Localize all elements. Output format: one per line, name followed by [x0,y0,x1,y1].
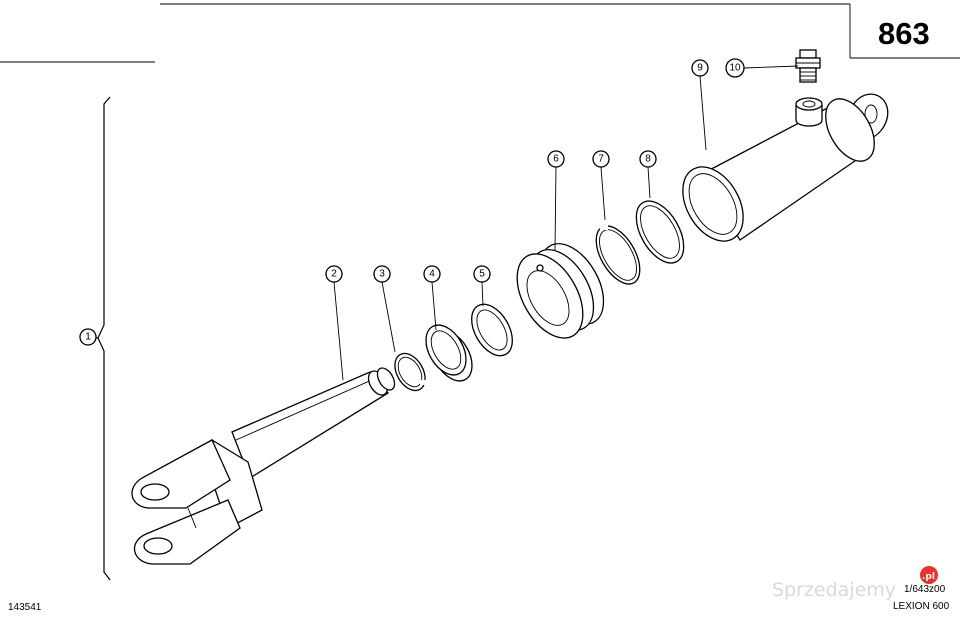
callout-label: 1 [85,332,91,343]
cylinder-barrel-part-9 [682,93,889,242]
drawing-number: 143541 [8,602,42,613]
callout-label: 4 [429,269,435,280]
callout-3: 3 [373,265,391,283]
leader-lines [333,65,799,381]
callout-7: 7 [592,150,610,168]
watermark: Sprzedajemy .pl [772,566,938,601]
callout-6: 6 [547,150,565,168]
seal-ring-part-8 [635,200,685,264]
callout-label: 8 [645,154,651,165]
guide-ring-part-4 [425,324,473,382]
callout-10: 10 [725,58,745,78]
frame [0,3,960,63]
seal-ring-part-5 [471,303,513,357]
callout-label: 10 [729,63,741,74]
callout-4: 4 [423,265,441,283]
callout-label: 2 [331,269,337,280]
callout-9: 9 [691,59,709,77]
callout-2: 2 [325,265,343,283]
callout-label: 9 [697,63,703,74]
callout-label: 7 [598,154,604,165]
watermark-text: Sprzedajemy [772,579,896,601]
callout-5: 5 [473,265,491,283]
snap-ring-part-7 [595,224,641,285]
fitting-part-10 [795,49,821,83]
callout-label: 5 [479,269,485,280]
piston-rod-part-2 [131,367,396,565]
model-name: LEXION 600 [893,601,950,612]
snap-ring-part-3 [394,352,426,392]
reference-code: 1/643z00 [904,584,946,595]
page-number: 863 [878,16,930,51]
callout-label: 3 [379,269,385,280]
callout-label: 6 [553,154,559,165]
piston-part-6 [516,243,605,339]
callout-8: 8 [639,150,657,168]
callout-1: 1 [79,328,97,346]
watermark-badge: .pl [922,572,935,582]
watermark-badge-icon [920,566,938,584]
